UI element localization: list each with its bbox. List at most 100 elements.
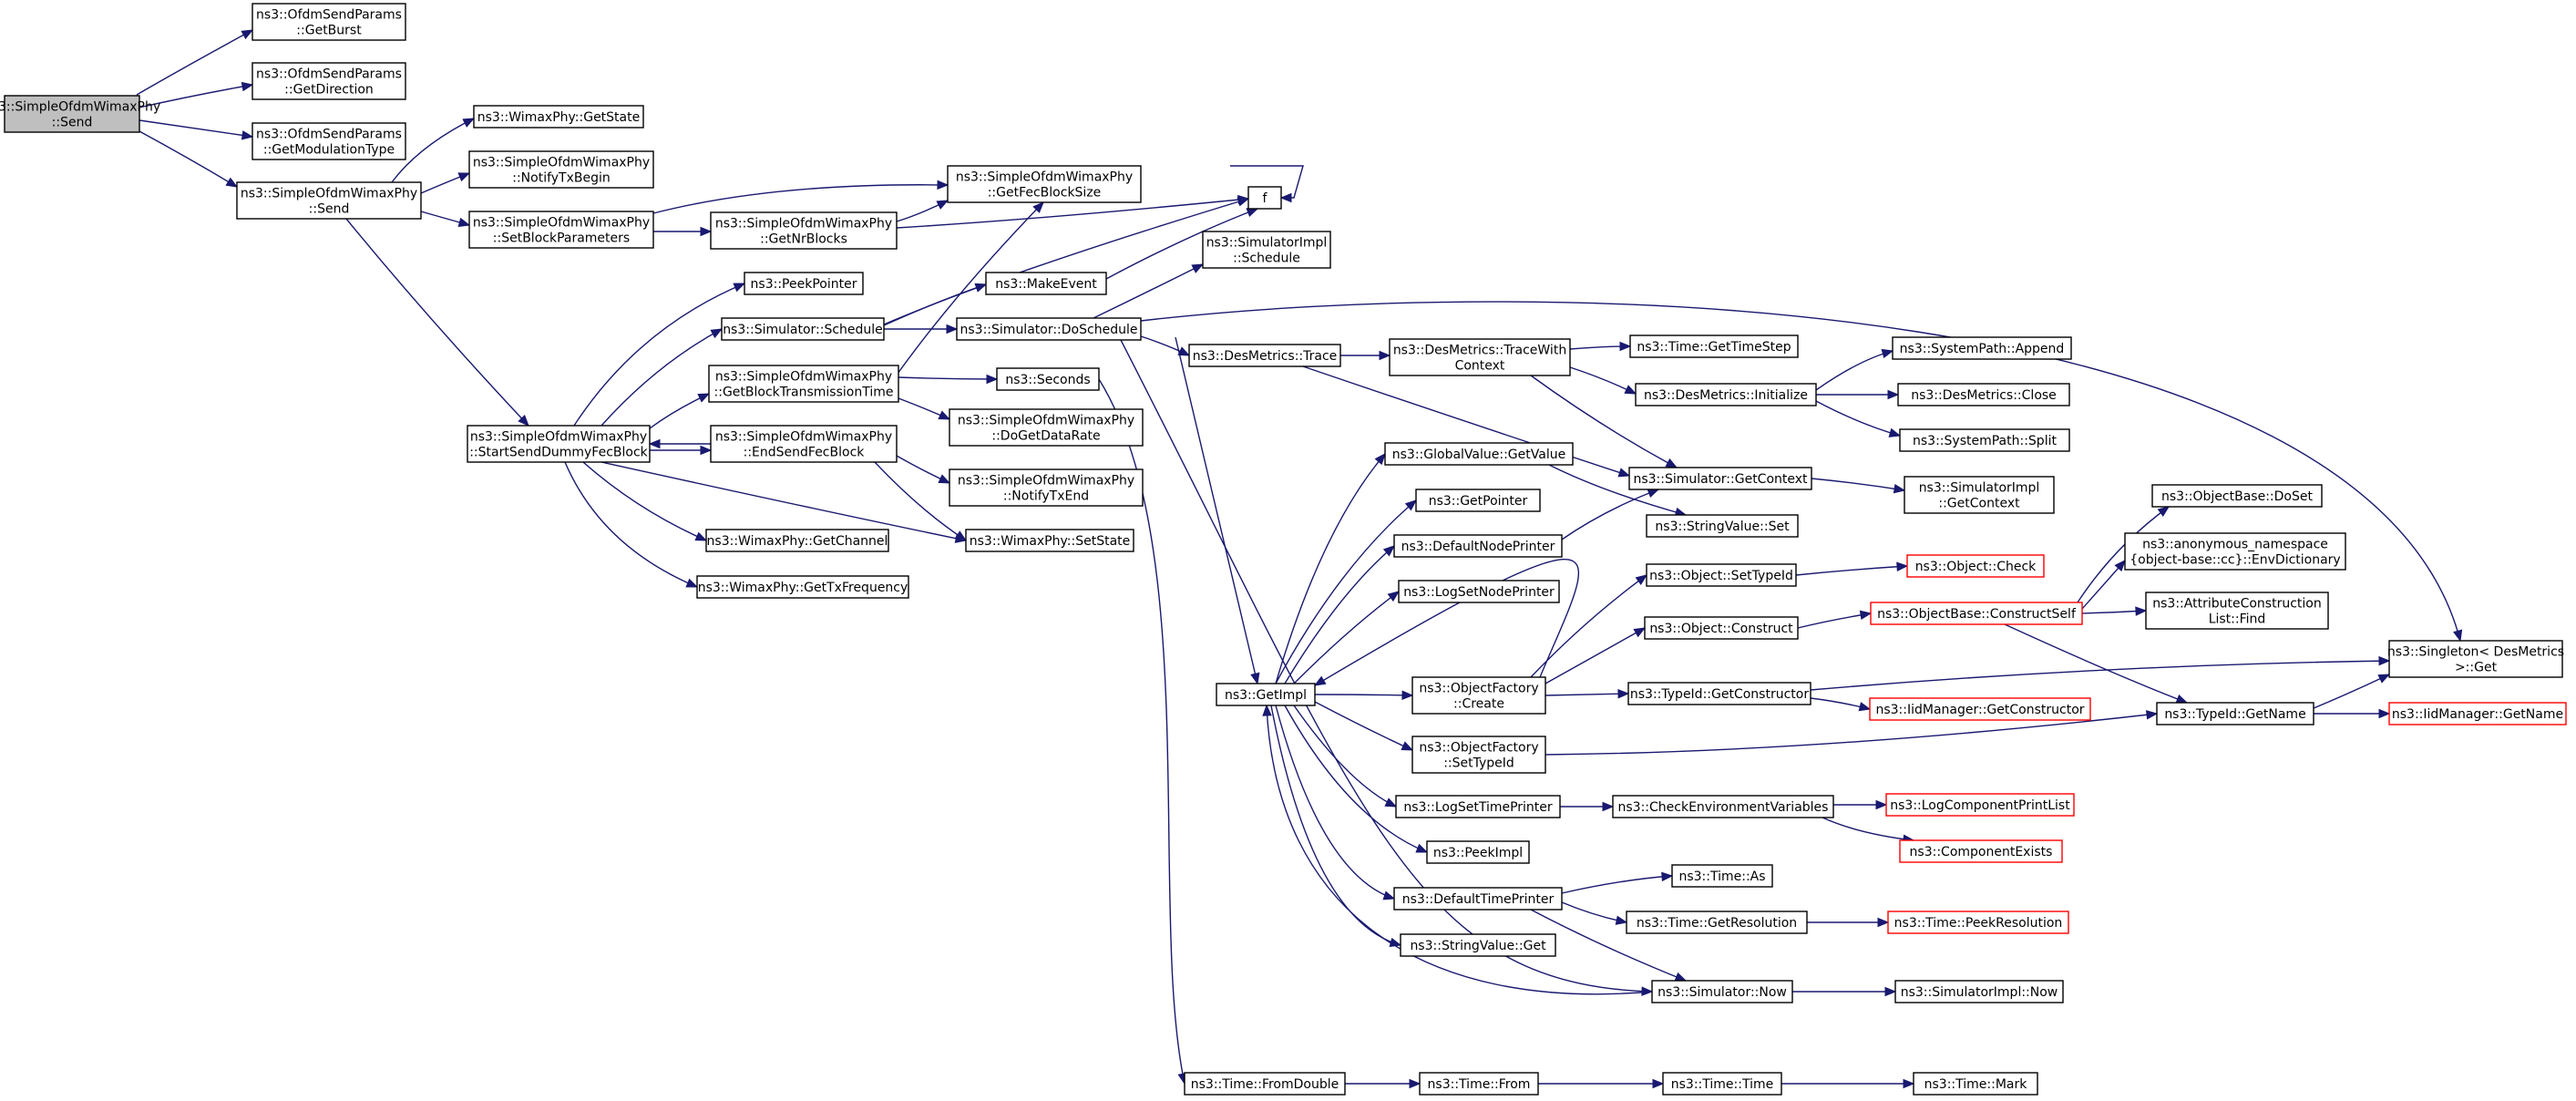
node-box[interactable] (1415, 489, 1541, 512)
node-simimplschedule[interactable]: ns3::SimulatorImpl::Schedule (1202, 231, 1331, 269)
node-simimplgetcontext[interactable]: ns3::SimulatorImpl::GetContext (1904, 476, 2055, 514)
node-simschedule[interactable]: ns3::Simulator::Schedule (721, 317, 885, 341)
node-getfecblocksize[interactable]: ns3::SimpleOfdmWimaxPhy::GetFecBlockSize (947, 165, 1142, 203)
node-getnrblocks[interactable]: ns3::SimpleOfdmWimaxPhy::GetNrBlocks (710, 211, 898, 250)
node-getmodtype[interactable]: ns3::OfdmSendParams::GetModulationType (251, 122, 406, 160)
node-getchannel[interactable]: ns3::WimaxPhy::GetChannel (705, 529, 889, 552)
node-box[interactable] (2156, 702, 2314, 725)
node-box[interactable] (947, 165, 1142, 203)
node-box[interactable] (1913, 1072, 2038, 1096)
node-simnow[interactable]: ns3::Simulator::Now (1651, 980, 1793, 1003)
node-getdirection[interactable]: ns3::OfdmSendParams::GetDirection (251, 62, 406, 100)
node-root[interactable]: ns3::SimpleOfdmWimaxPhy::Send (0, 95, 160, 133)
node-box[interactable] (1411, 736, 1546, 774)
node-simgetcontext[interactable]: ns3::Simulator::GetContext (1628, 467, 1812, 490)
node-box[interactable] (1612, 795, 1834, 818)
node-box[interactable] (1904, 476, 2055, 514)
node-box[interactable] (985, 272, 1107, 295)
node-box[interactable] (1629, 334, 1799, 358)
node-objectconstruct[interactable]: ns3::Object::Construct (1644, 616, 1799, 640)
node-box[interactable] (2151, 484, 2323, 508)
node-box[interactable] (705, 529, 889, 552)
node-box[interactable] (710, 425, 898, 463)
node-box[interactable] (949, 468, 1144, 507)
node-desclose[interactable]: ns3::DesMetrics::Close (1897, 383, 2070, 406)
node-box[interactable] (468, 150, 654, 189)
node-box[interactable] (1216, 683, 1316, 706)
node-doschedule[interactable]: ns3::Simulator::DoSchedule (956, 317, 1142, 341)
node-box[interactable] (2388, 702, 2567, 725)
node-box[interactable] (1184, 1072, 1346, 1096)
node-objectsettypeid[interactable]: ns3::Object::SetTypeId (1646, 563, 1797, 587)
node-box[interactable] (2388, 640, 2563, 678)
node-singletonget[interactable]: ns3::Singleton< DesMetrics>::Get (2387, 640, 2564, 678)
node-box[interactable] (1644, 616, 1799, 640)
node-box[interactable] (996, 367, 1100, 391)
node-box[interactable] (1389, 338, 1571, 376)
node-getburst[interactable]: ns3::OfdmSendParams::GetBurst (251, 3, 406, 41)
node-box[interactable] (1899, 839, 2063, 863)
node-f[interactable]: f (1247, 186, 1282, 210)
node-logsetnodeprinter[interactable]: ns3::LogSetNodePrinter (1398, 580, 1560, 603)
node-timemark[interactable]: ns3::Time::Mark (1913, 1072, 2038, 1096)
node-globalvalueget[interactable]: ns3::GlobalValue::GetValue (1384, 442, 1574, 466)
node-peekpointer[interactable]: ns3::PeekPointer (744, 272, 864, 295)
node-box[interactable] (744, 272, 864, 295)
node-gettimestep[interactable]: ns3::Time::GetTimeStep (1629, 334, 1799, 358)
node-box[interactable] (1635, 383, 1817, 406)
node-box[interactable] (710, 211, 898, 250)
node-notifytxbegin[interactable]: ns3::SimpleOfdmWimaxPhy::NotifyTxBegin (468, 150, 654, 189)
node-makeevent[interactable]: ns3::MakeEvent (985, 272, 1107, 295)
node-box[interactable] (1646, 514, 1799, 538)
node-typeidgetname[interactable]: ns3::TypeId::GetName (2156, 702, 2314, 725)
node-box[interactable] (1426, 840, 1530, 864)
node-box[interactable] (1671, 864, 1773, 888)
node-logsettimeprinter[interactable]: ns3::LogSetTimePrinter (1395, 795, 1561, 818)
node-box[interactable] (1892, 336, 2072, 360)
node-desmetricstrace[interactable]: ns3::DesMetrics::Trace (1188, 344, 1341, 367)
node-syspathsplit[interactable]: ns3::SystemPath::Split (1899, 428, 2070, 452)
node-box[interactable] (1887, 911, 2069, 934)
node-box[interactable] (1411, 676, 1546, 715)
node-box[interactable] (1894, 980, 2064, 1003)
node-box[interactable] (1419, 1072, 1539, 1096)
node-box[interactable] (1870, 602, 2083, 625)
node-defaulttimeprinter[interactable]: ns3::DefaultTimePrinter (1393, 887, 1563, 911)
node-logcompprintlist[interactable]: ns3::LogComponentPrintList (1885, 793, 2075, 817)
node-box[interactable] (721, 317, 885, 341)
node-simimplnow[interactable]: ns3::SimulatorImpl::Now (1894, 980, 2064, 1003)
node-objfactorycreate[interactable]: ns3::ObjectFactory::Create (1411, 676, 1546, 715)
node-box[interactable] (251, 3, 406, 41)
node-box[interactable] (1885, 793, 2075, 817)
node-peekimpl[interactable]: ns3::PeekImpl (1426, 840, 1530, 864)
node-typeidgetconstructor[interactable]: ns3::TypeId::GetConstructor (1627, 682, 1811, 705)
node-box[interactable] (1393, 534, 1563, 558)
node-timepeekresolution[interactable]: ns3::Time::PeekResolution (1887, 911, 2069, 934)
node-getstate[interactable]: ns3::WimaxPhy::GetState (473, 105, 644, 129)
node-getpointer[interactable]: ns3::GetPointer (1415, 489, 1541, 512)
node-setblockparams[interactable]: ns3::SimpleOfdmWimaxPhy::SetBlockParamet… (468, 211, 654, 249)
node-box[interactable] (1906, 554, 2045, 578)
node-objfactorysettypeid[interactable]: ns3::ObjectFactory::SetTypeId (1411, 736, 1546, 774)
node-box[interactable] (1626, 911, 1808, 934)
node-constructself[interactable]: ns3::ObjectBase::ConstructSelf (1870, 602, 2083, 625)
node-box[interactable] (251, 122, 406, 160)
node-objectbasedoset[interactable]: ns3::ObjectBase::DoSet (2151, 484, 2323, 508)
node-timetime[interactable]: ns3::Time::Time (1662, 1072, 1782, 1096)
node-objectcheck[interactable]: ns3::Object::Check (1906, 554, 2045, 578)
node-seconds[interactable]: ns3::Seconds (996, 367, 1100, 391)
node-box[interactable] (1662, 1072, 1782, 1096)
node-box[interactable] (1393, 887, 1563, 911)
node-box[interactable] (949, 408, 1144, 447)
node-box[interactable] (1188, 344, 1341, 367)
node-stringvalueset[interactable]: ns3::StringValue::Set (1646, 514, 1799, 538)
node-box[interactable] (1202, 231, 1331, 269)
node-box[interactable] (251, 62, 406, 100)
node-iidgetconstructor[interactable]: ns3::IidManager::GetConstructor (1869, 697, 2091, 721)
node-box[interactable] (1398, 580, 1560, 603)
node-box[interactable] (473, 105, 644, 129)
node-box[interactable] (468, 211, 654, 249)
node-componentexists[interactable]: ns3::ComponentExists (1899, 839, 2063, 863)
node-endsendfec[interactable]: ns3::SimpleOfdmWimaxPhy::EndSendFecBlock (710, 425, 898, 463)
